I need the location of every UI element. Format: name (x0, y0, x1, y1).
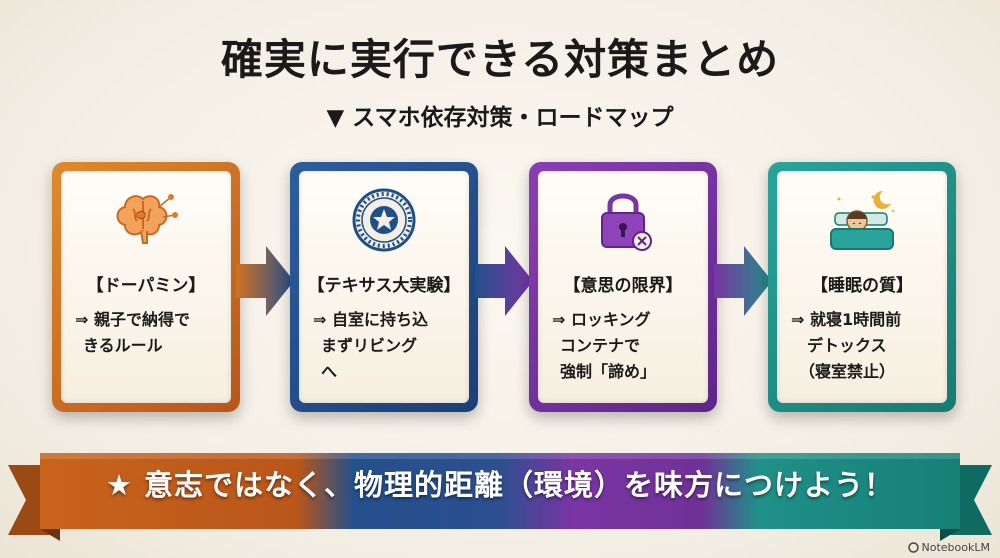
card-line: ⇒ 自室に持ち込 (313, 310, 428, 329)
brain-icon (116, 194, 178, 244)
card-body: ⇒ 自室に持ち込 まずリビング へ (313, 307, 461, 385)
slogan-text: ★ 意志ではなく、物理的距離（環境）を味方につけよう！ (105, 468, 895, 502)
arrow-right-icon (475, 246, 533, 316)
card-body: ⇒ 親子で納得で きるルール (75, 307, 223, 359)
card-line: まずリビング (321, 336, 418, 355)
card-heading: 【ドーパミン】 (86, 276, 206, 296)
card-line: コンテナで (560, 336, 641, 355)
arrow-right-icon (714, 246, 772, 316)
lock-icon (601, 193, 652, 251)
sleeping-person-icon (830, 190, 895, 250)
card-line: ⇒ 就寝1時間前 (791, 310, 902, 329)
card-heading: 【テキサス大実験】 (307, 276, 461, 296)
card-heading: 【意思の限界】 (563, 276, 683, 296)
notebooklm-watermark: NotebookLM (907, 541, 990, 554)
card-line: デトックス (807, 336, 887, 355)
watermark-text: NotebookLM (921, 541, 990, 554)
card-line: （寝室禁止） (799, 362, 896, 381)
page-title: 確実に実行できる対策まとめ (220, 35, 780, 84)
arrow-right-icon (236, 246, 294, 316)
card-line: へ (321, 362, 338, 381)
card-heading: 【睡眠の質】 (811, 276, 913, 296)
page-subtitle: ▼ スマホ依存対策・ロードマップ (326, 105, 674, 131)
card-body: ⇒ 就寝1時間前 デトックス （寝室禁止） (791, 307, 939, 385)
step-card-dopamine: 【ドーパミン】 ⇒ 親子で納得で きるルール (52, 162, 240, 412)
step-card-sleep-quality: 【睡眠の質】 ⇒ 就寝1時間前 デトックス （寝室禁止） (768, 162, 956, 412)
card-line: きるルール (83, 336, 163, 355)
notebooklm-logo-icon (907, 542, 919, 553)
university-seal-icon (352, 188, 416, 252)
card-body: ⇒ ロッキング コンテナで 強制「諦め」 (552, 307, 700, 385)
step-card-willpower-limit: 【意思の限界】 ⇒ ロッキング コンテナで 強制「諦め」 (529, 162, 717, 412)
step-card-texas-experiment: 【テキサス大実験】 ⇒ 自室に持ち込 まずリビング へ (290, 162, 478, 412)
card-line: ⇒ ロッキング (552, 310, 651, 329)
slogan-banner (8, 453, 992, 541)
card-line: ⇒ 親子で納得で (75, 310, 190, 329)
card-line: 強制「諦め」 (560, 362, 657, 381)
